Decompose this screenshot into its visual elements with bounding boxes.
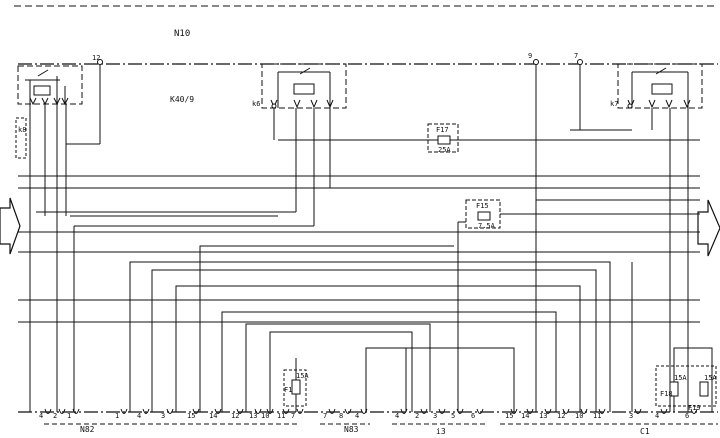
relay-k8	[17, 65, 83, 106]
pin-label-c1-4: 10	[575, 412, 583, 420]
wires	[18, 64, 713, 412]
relay-group-label: K40/9	[170, 95, 194, 104]
pin-label-n82-8: 12	[231, 412, 239, 420]
border-lines	[14, 5, 718, 413]
pin-i3-1	[420, 408, 428, 414]
pin-n82-2	[72, 408, 80, 414]
pin-label-n82-6: 15	[187, 412, 195, 420]
pin-label-c1-3: 12	[557, 412, 565, 420]
pin-n83-0	[328, 408, 336, 414]
pin-n82-4	[142, 408, 150, 414]
pin-c1-4	[580, 408, 588, 414]
relay-k8-label: k8	[18, 126, 26, 134]
top-pin-12-label: 12	[92, 54, 100, 62]
pin-i3-0	[400, 408, 408, 414]
fuse-group-c1	[655, 365, 717, 407]
pin-label-i3-3: 5	[451, 412, 455, 420]
pin-n82-6	[192, 408, 200, 414]
pin-c1-1	[526, 408, 534, 414]
fuse-f18-rating: 15A	[674, 374, 687, 382]
pin-label-n82-11: 11	[277, 412, 285, 420]
pin-n82-0	[44, 408, 52, 414]
pin-label-n82-5: 3	[161, 412, 165, 420]
pin-label-n83-1: 8	[339, 412, 343, 420]
pin-n82-8	[236, 408, 244, 414]
fuse-f1-rating: 15A	[296, 372, 309, 380]
pin-i3-3	[456, 408, 464, 414]
pin-label-c1-8: 6	[685, 412, 689, 420]
pin-n82-1	[58, 408, 66, 414]
fuse-f1-label: F1	[284, 386, 292, 394]
pin-label-n82-4: 4	[137, 412, 141, 420]
pin-label-c1-6: 3	[629, 412, 633, 420]
pin-label-n82-10: 10	[261, 412, 269, 420]
pin-label-n82-1: 2	[53, 412, 57, 420]
unit-label-n10: N10	[174, 29, 190, 39]
pin-label-n82-9: 13	[249, 412, 257, 420]
pin-label-n83-2: 4	[355, 412, 359, 420]
pin-n83-2	[360, 408, 368, 414]
relay-k6-label: k6	[252, 100, 260, 108]
pin-label-i3-1: 2	[415, 412, 419, 420]
connector-c1-label: C1	[640, 427, 650, 436]
relay-k7-label: k7	[610, 100, 618, 108]
pin-c1-5	[598, 408, 606, 414]
pin-label-n82-2: 1	[67, 412, 71, 420]
fuse-f15	[465, 199, 501, 229]
pin-label-c1-5: 11	[593, 412, 601, 420]
pin-label-n82-0: 4	[39, 412, 43, 420]
pin-n82-9	[254, 408, 262, 414]
pin-label-i3-2: 3	[433, 412, 437, 420]
pin-n83-1	[344, 408, 352, 414]
pin-label-n82-3: 1	[115, 412, 119, 420]
pin-n82-5	[166, 408, 174, 414]
pin-i3-4	[476, 408, 484, 414]
pin-label-c1-1: 14	[521, 412, 529, 420]
pin-c1-7	[660, 408, 668, 414]
pin-label-c1-2: 13	[539, 412, 547, 420]
pin-label-n82-7: 14	[209, 412, 217, 420]
fuse-f18-label: F18	[660, 390, 673, 398]
top-pin-markers	[97, 59, 633, 109]
left-partial-component	[15, 117, 27, 159]
fuse-f19-rating: 15A	[704, 374, 717, 382]
connector-i3-label: i3	[436, 427, 446, 436]
fuse-f15-label: F15	[476, 202, 489, 210]
fuse-f17	[427, 123, 459, 153]
fuse-f15-rating: 7.5A	[478, 222, 496, 230]
fuse-f17-rating: 25A	[438, 146, 451, 154]
pin-i3-2	[438, 408, 446, 414]
top-pin-7-label: 7	[574, 52, 578, 60]
pin-label-c1-7: 4	[655, 412, 659, 420]
arrow-right-connector	[697, 199, 720, 257]
pin-n82-11	[282, 408, 290, 414]
connector-n82-label: N82	[80, 425, 95, 434]
pin-n82-10	[266, 408, 274, 414]
pin-c1-0	[510, 408, 518, 414]
fuse-f19-label: F19	[688, 404, 701, 412]
pin-label-n83-0: 7	[323, 412, 327, 420]
pin-c1-3	[562, 408, 570, 414]
pin-label-c1-0: 15	[505, 412, 513, 420]
pin-label-i3-0: 4	[395, 412, 399, 420]
top-pin-9-label: 9	[528, 52, 532, 60]
arrow-left-connector	[0, 197, 21, 255]
pin-c1-8	[690, 408, 698, 414]
pin-label-n82-12: 7	[291, 412, 295, 420]
pin-label-i3-4: 6	[471, 412, 475, 420]
pin-n82-7	[214, 408, 222, 414]
fuse-f17-label: F17	[436, 126, 449, 134]
pin-n82-3	[120, 408, 128, 414]
relay-k6	[261, 63, 347, 109]
pin-c1-2	[544, 408, 552, 414]
connector-n83-label: N83	[344, 425, 359, 434]
fuse-f1	[283, 369, 307, 407]
pin-n82-12	[296, 408, 304, 414]
relay-k7	[617, 63, 703, 109]
pin-c1-6	[634, 408, 642, 414]
